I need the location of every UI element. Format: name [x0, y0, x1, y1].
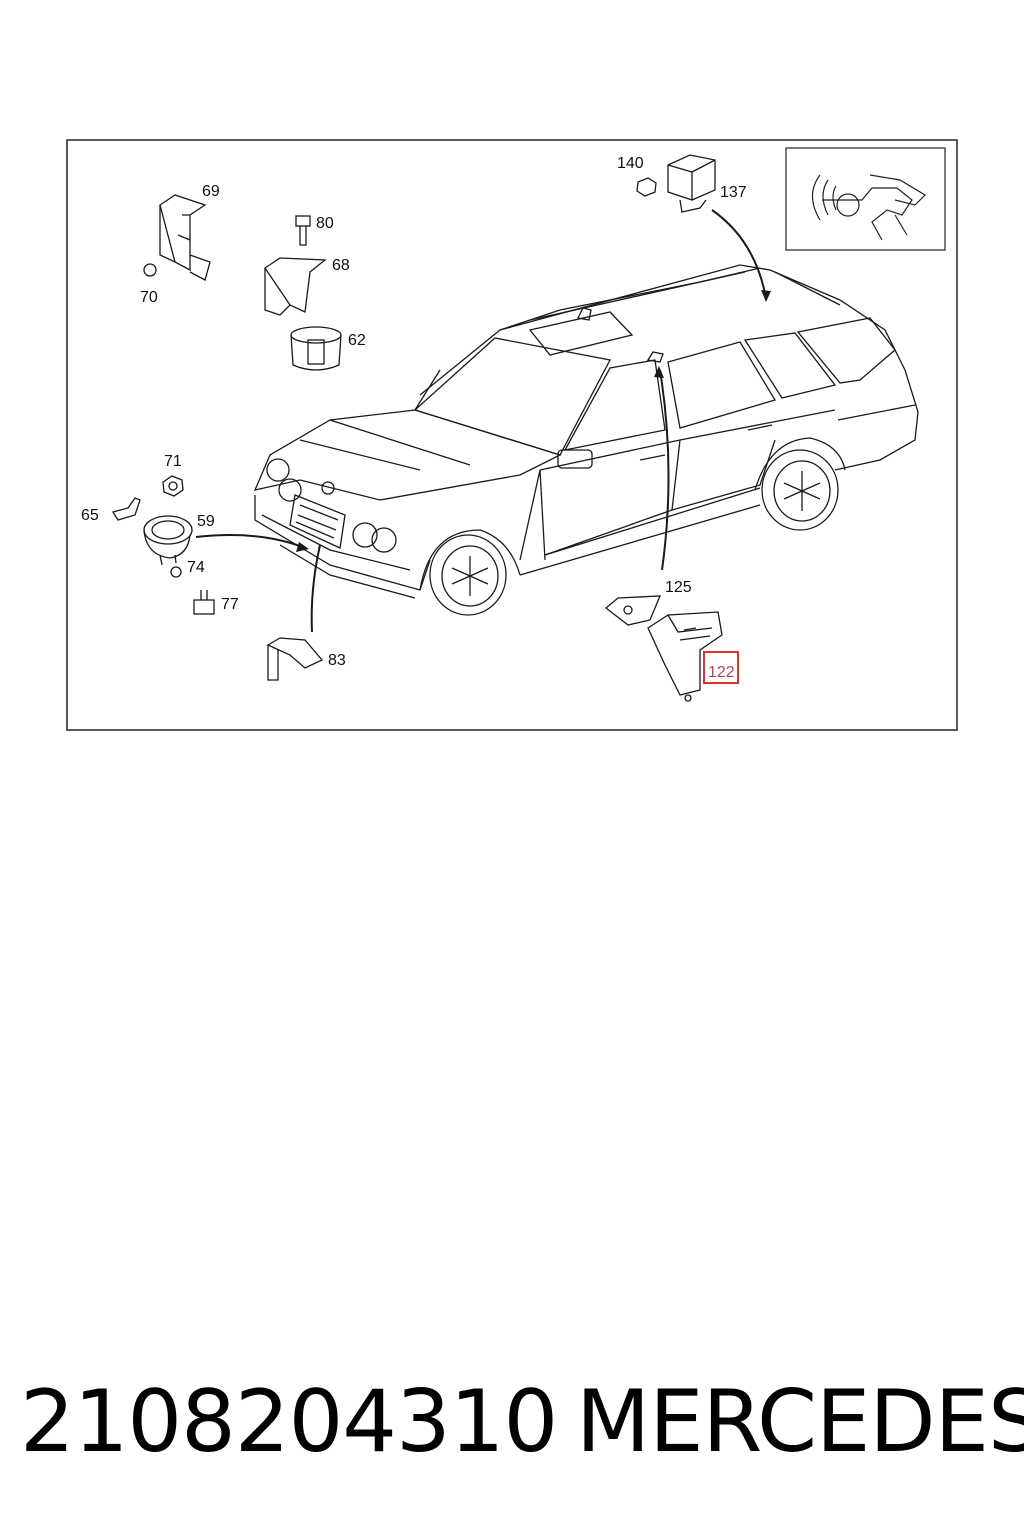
callout-71: 71: [164, 453, 182, 470]
inset-detail: [785, 147, 946, 251]
part-number: 2108204310: [20, 1372, 558, 1472]
callout-125: 125: [665, 579, 692, 596]
part-122-bracket: [647, 611, 723, 702]
callout-68: 68: [332, 257, 350, 274]
part-83-sensor: [266, 637, 324, 681]
part-74-nut: [170, 566, 182, 578]
part-140-nut: [636, 177, 657, 197]
part-71-nut: [162, 475, 184, 497]
callout-65: 65: [81, 507, 99, 524]
callout-69: 69: [202, 183, 220, 200]
leader-lines: [195, 209, 767, 633]
leader-arrowheads: [296, 290, 771, 552]
callout-80: 80: [316, 215, 334, 232]
callout-122: 122: [708, 664, 735, 681]
callout-83: 83: [328, 652, 346, 669]
part-68-bracket: [264, 257, 327, 316]
callout-59: 59: [197, 513, 215, 530]
diagram-border: [66, 139, 958, 731]
highlight-box-122: [703, 651, 739, 684]
part-125-plate: [604, 595, 661, 626]
part-59-horn: [143, 515, 193, 566]
part-62-horn-cap: [290, 326, 342, 371]
callout-137: 137: [720, 184, 747, 201]
callout-70: 70: [140, 289, 158, 306]
callout-77: 77: [221, 596, 239, 613]
part-77-bolt: [193, 590, 215, 615]
brand-name: MERCEDES: [576, 1372, 1024, 1472]
part-80-bolt: [295, 215, 311, 246]
part-137-module: [667, 154, 716, 213]
callout-140: 140: [617, 155, 644, 172]
callout-74: 74: [187, 559, 205, 576]
callout-62: 62: [348, 332, 366, 349]
part-65-bracket: [111, 497, 141, 521]
car-wagon: [253, 264, 919, 616]
part-69-bracket: [143, 194, 211, 281]
footer-caption: 2108204310 MERCEDES: [20, 1372, 1024, 1472]
